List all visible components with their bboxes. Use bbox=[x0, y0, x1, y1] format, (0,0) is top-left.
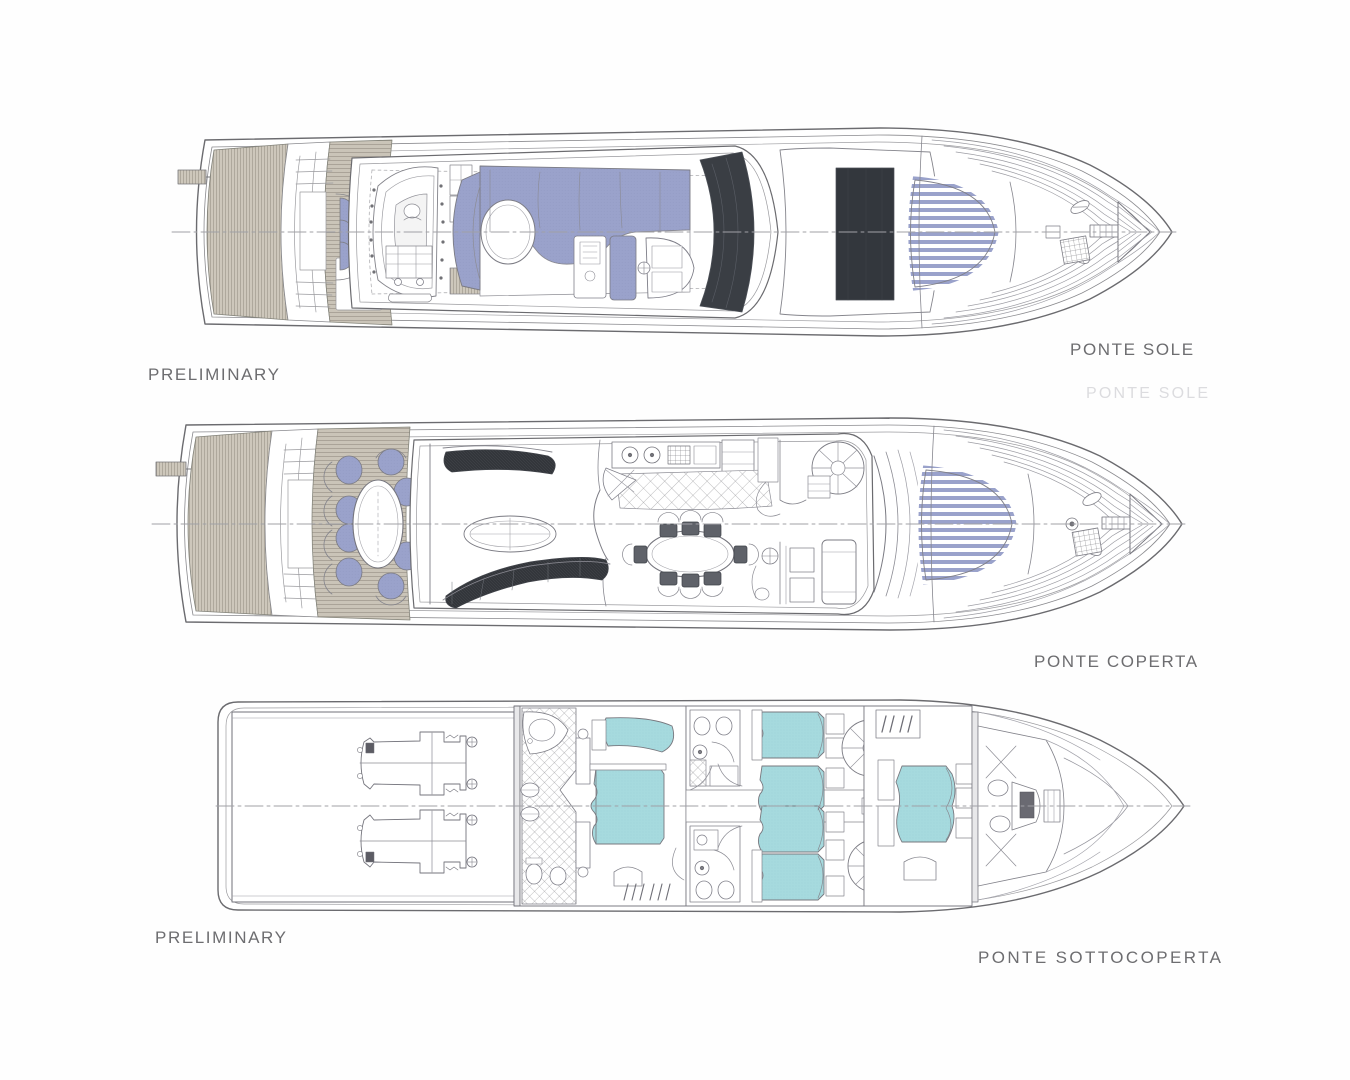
label-ponte-sole: PONTE SOLE bbox=[1070, 340, 1195, 359]
flybridge-sunpad bbox=[452, 165, 691, 297]
deck-ponte-sole bbox=[171, 127, 1179, 337]
label-preliminary-upper: PRELIMINARY bbox=[148, 365, 281, 384]
foredeck-striped-sunpad bbox=[915, 462, 1020, 588]
wet-bar bbox=[573, 235, 637, 301]
lower-helm-station bbox=[751, 539, 857, 605]
foredeck-striped-sunpad bbox=[905, 173, 1002, 294]
deck-ponte-coperta bbox=[151, 417, 1189, 631]
label-preliminary-lower: PRELIMINARY bbox=[155, 928, 288, 947]
galley bbox=[611, 439, 755, 475]
label-ponte-sottocoperta: PONTE SOTTOCOPERTA bbox=[978, 948, 1224, 967]
deck-ponte-sottocoperta bbox=[215, 699, 1191, 913]
spiral-staircase bbox=[807, 441, 865, 499]
salon-coffee-table bbox=[463, 515, 557, 553]
bow-hardware bbox=[1045, 200, 1151, 265]
label-ponte-coperta: PONTE COPERTA bbox=[1034, 652, 1199, 671]
main-engine-port bbox=[357, 731, 478, 796]
label-ponte-sole-ghost: PONTE SOLE bbox=[1086, 385, 1211, 402]
guest-beds bbox=[757, 711, 825, 901]
interior-dining bbox=[622, 510, 759, 599]
main-engine-starboard bbox=[357, 809, 478, 874]
tender-garage-dinghy bbox=[369, 166, 445, 303]
upper-helm-station bbox=[637, 237, 695, 299]
salon-sofas bbox=[442, 445, 611, 609]
